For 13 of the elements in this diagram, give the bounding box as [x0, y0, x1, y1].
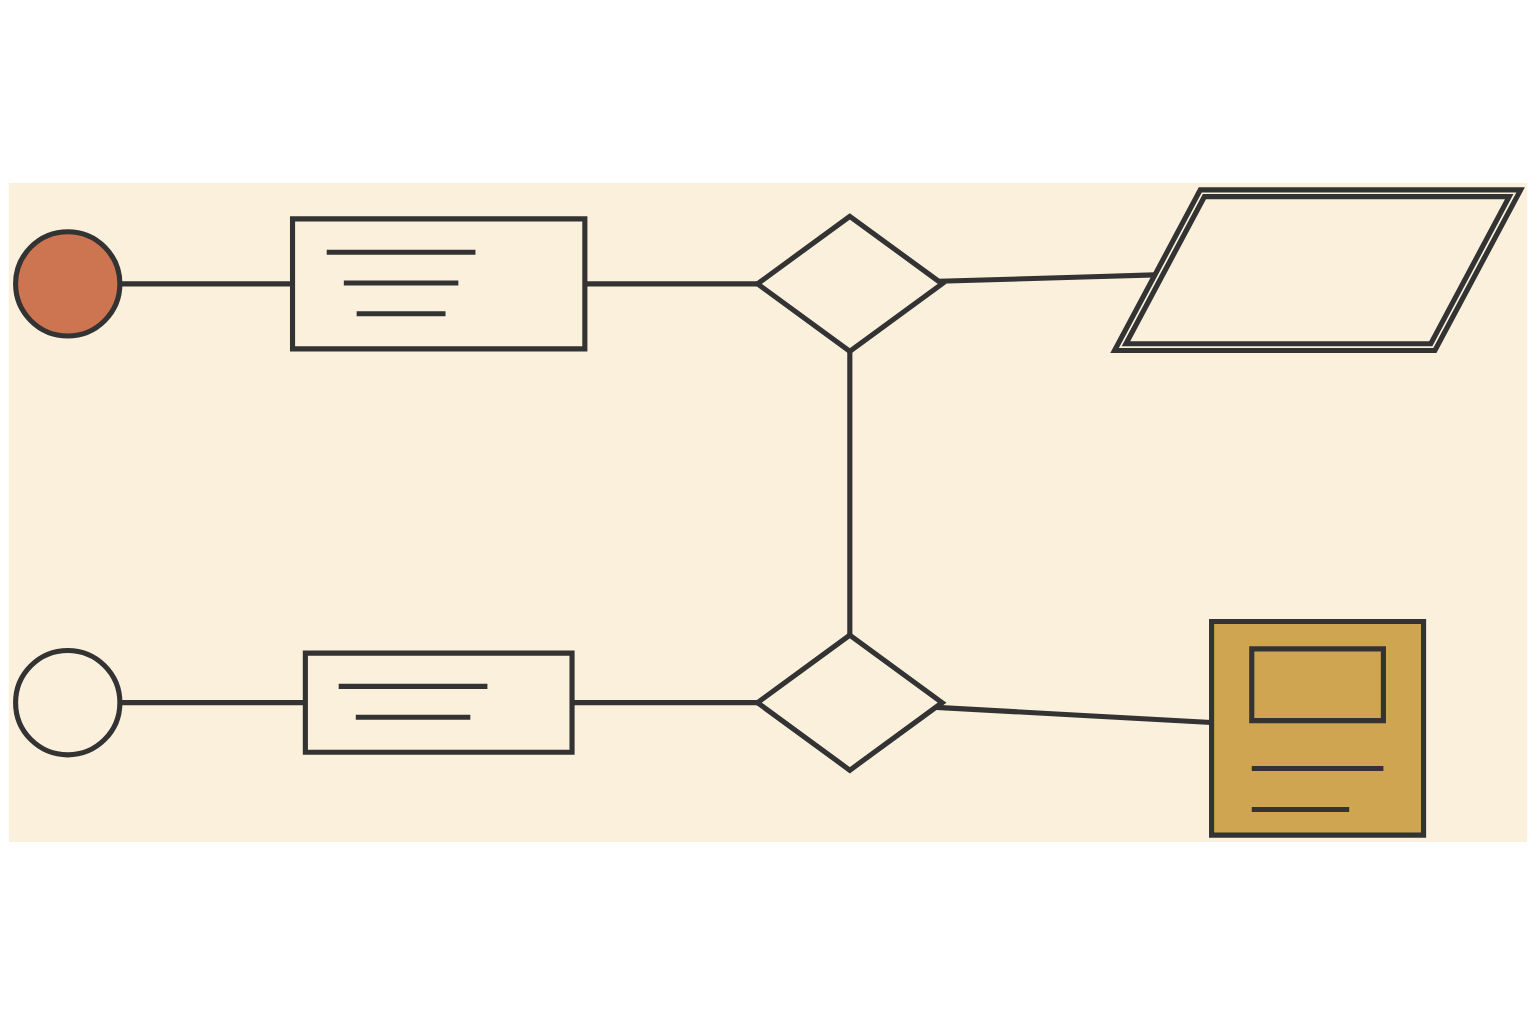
node-document: [1209, 618, 1427, 838]
node-picture: [1110, 186, 1525, 353]
connector: [847, 351, 853, 635]
connector: [585, 280, 758, 286]
node-box: [289, 215, 588, 351]
node-box: [302, 650, 575, 755]
connector: [120, 280, 292, 286]
connector: [572, 699, 758, 705]
connector: [938, 271, 1155, 284]
node-circle: [13, 228, 123, 339]
connector: [936, 704, 1212, 725]
node-circle: [13, 647, 123, 757]
connector: [120, 699, 305, 705]
